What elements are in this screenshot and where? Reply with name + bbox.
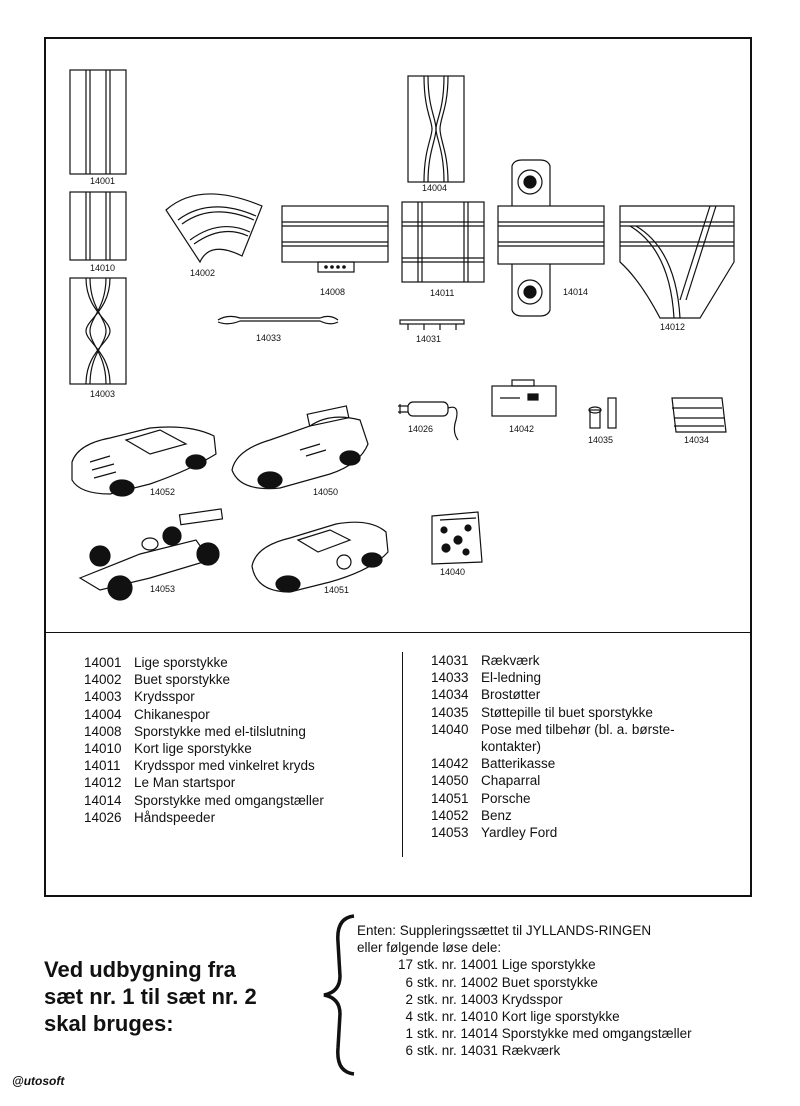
label-14014: 14014: [563, 287, 588, 297]
label-14008: 14008: [320, 287, 345, 297]
label-14034: 14034: [684, 435, 709, 445]
label-14011: 14011: [430, 288, 454, 298]
catalog-frame: [44, 37, 752, 897]
kit-intro: eller følgende løse dele:: [357, 940, 502, 956]
upgrade-parts-list: Enten: Suppleringssættet til JYLLANDS-RI…: [357, 922, 757, 1060]
label-14004: 14004: [422, 183, 447, 193]
controller-14026: [398, 401, 459, 441]
legend-item: kontakter): [481, 739, 542, 755]
track-14011: [401, 201, 485, 283]
kit-intro: Enten: Suppleringssættet til JYLLANDS-RI…: [357, 923, 652, 938]
track-14008: [281, 205, 389, 273]
battery-box-14042: [491, 379, 557, 417]
label-14001: 14001: [90, 176, 115, 186]
label-14002: 14002: [190, 268, 215, 278]
bridge-supports-14034: [671, 397, 727, 433]
label-14003: 14003: [90, 389, 115, 399]
track-14001: [69, 69, 127, 175]
upgrade-headline: Ved udbygning fra sæt nr. 1 til sæt nr. …: [44, 956, 334, 1037]
label-14012: 14012: [660, 322, 685, 332]
headline-line: Ved udbygning fra: [44, 957, 236, 982]
label-14035: 14035: [588, 435, 613, 445]
track-14003: [69, 277, 127, 385]
label-14026: 14026: [408, 424, 433, 434]
headline-line: skal bruges:: [44, 1011, 174, 1036]
parts-illustration: 14001 14010 14003 14002 14008: [69, 69, 735, 601]
headline-line: sæt nr. 1 til sæt nr. 2: [44, 984, 257, 1009]
track-14004: [407, 75, 465, 183]
accessory-bag-14040: [431, 511, 483, 565]
pillar-14035: [588, 397, 617, 429]
car-14051-porsche: [251, 521, 389, 593]
car-14053-yardley-ford: [78, 508, 224, 601]
label-14042: 14042: [509, 424, 534, 434]
track-14014: [497, 159, 605, 317]
track-14002: [165, 193, 263, 264]
car-14050-chaparral: [231, 405, 369, 490]
brand-watermark: @utosoft: [12, 1074, 65, 1088]
label-14031: 14031: [416, 334, 441, 344]
curly-brace: [323, 914, 355, 1076]
label-14051: 14051: [324, 585, 349, 595]
car-14052-benz: [71, 426, 217, 497]
guardrail-14031: [399, 319, 465, 330]
label-14052: 14052: [150, 487, 175, 497]
track-14012: [619, 205, 735, 319]
wire-14033: [217, 315, 339, 325]
section-divider: [44, 632, 752, 633]
track-14010: [69, 191, 127, 261]
label-14040: 14040: [440, 567, 465, 577]
label-14053: 14053: [150, 584, 175, 594]
label-14033: 14033: [256, 333, 281, 343]
legend-column-separator: [402, 652, 403, 857]
label-14010: 14010: [90, 263, 115, 273]
label-14050: 14050: [313, 487, 338, 497]
